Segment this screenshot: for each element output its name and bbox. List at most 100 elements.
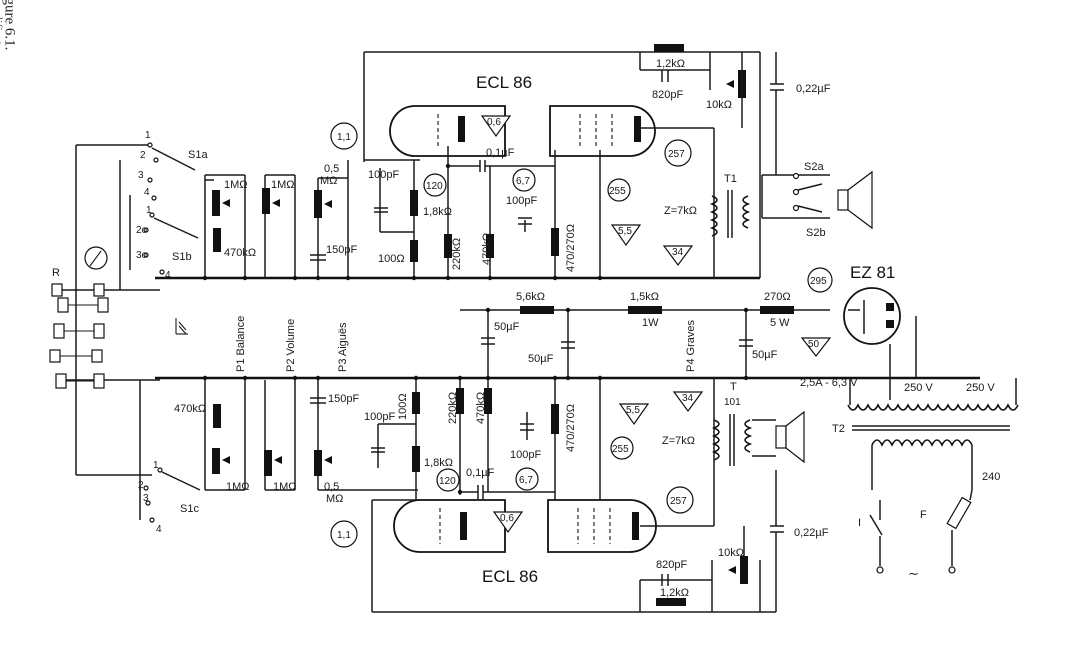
svg-text:50µF: 50µF (528, 353, 554, 365)
svg-text:255: 255 (612, 444, 629, 455)
output-transformer-lower-primary (711, 419, 720, 461)
power-supply: 5,6kΩ 1,5kΩ 1W 270Ω 5 W 50µF 50µF 50µF 2… (481, 263, 1019, 581)
output-transformer-t1-primary (709, 195, 718, 237)
svg-text:1: 1 (146, 205, 152, 216)
svg-text:100Ω: 100Ω (378, 253, 405, 265)
svg-text:1: 1 (153, 460, 159, 471)
svg-text:F: F (920, 509, 927, 521)
svg-text:50µF: 50µF (494, 321, 520, 333)
svg-text:1,1: 1,1 (337, 132, 351, 143)
selector-switch-s1: 1 2 3 4 S1a 1 2o 3o 4 S1b 1 2 3 4 S1c (75, 130, 208, 535)
resistor-1k8-lower (412, 446, 420, 472)
svg-text:100pF: 100pF (364, 411, 395, 423)
power-transformer-secondary (847, 403, 1019, 411)
input-jack-2 (53, 323, 65, 339)
speaker-upper-icon (837, 189, 849, 211)
svg-text:1,8kΩ: 1,8kΩ (423, 206, 452, 218)
svg-text:MΩ: MΩ (326, 493, 343, 505)
svg-text:470kΩ: 470kΩ (475, 392, 487, 424)
svg-text:120: 120 (439, 476, 456, 487)
lower-triode (393, 499, 506, 553)
svg-text:0,6: 0,6 (487, 117, 501, 128)
s1c-label: S1c (180, 503, 199, 515)
svg-text:50µF: 50µF (752, 349, 778, 361)
svg-text:240: 240 (982, 471, 1000, 483)
resistor-1k5 (628, 306, 662, 314)
svg-text:470kΩ: 470kΩ (481, 233, 493, 265)
svg-text:6,7: 6,7 (516, 176, 530, 187)
svg-text:100pF: 100pF (510, 449, 541, 461)
svg-text:34: 34 (682, 393, 694, 404)
svg-text:0,1µF: 0,1µF (486, 147, 515, 159)
svg-text:1W: 1W (642, 317, 659, 329)
svg-text:Z=7kΩ: Z=7kΩ (664, 205, 697, 217)
lower-labels: 100pF 100Ω 1,8kΩ 220kΩ 470kΩ 100pF 470/2… (330, 381, 829, 599)
pot-volume-lower (264, 450, 272, 476)
svg-text:5,5: 5,5 (626, 405, 640, 416)
svg-text:6,7: 6,7 (519, 475, 533, 486)
svg-text:4: 4 (156, 524, 162, 535)
pot-label-volume: P2 Volume (285, 319, 297, 372)
input-ground-icon (175, 318, 188, 335)
svg-text:S2b: S2b (806, 227, 826, 239)
svg-text:1,1: 1,1 (337, 530, 351, 541)
svg-text:0,1µF: 0,1µF (466, 467, 495, 479)
svg-text:3o: 3o (136, 250, 148, 261)
svg-text:T: T (730, 381, 737, 393)
input-jack-4 (55, 373, 67, 389)
lower-ecl86-stage: ECL 86 (371, 378, 805, 613)
s1b-wiper (153, 217, 199, 239)
svg-text:1,8kΩ: 1,8kΩ (424, 457, 453, 469)
svg-text:MΩ: MΩ (320, 175, 337, 187)
svg-text:1,2kΩ: 1,2kΩ (660, 587, 689, 599)
resistor-1k2-lower (656, 598, 686, 606)
svg-text:2: 2 (140, 150, 146, 161)
input-section: R (49, 246, 188, 389)
resistor-5k6 (520, 306, 554, 314)
svg-text:120: 120 (426, 181, 443, 192)
svg-text:220kΩ: 220kΩ (451, 238, 463, 270)
upper-tube-label: ECL 86 (476, 73, 532, 92)
svg-text:T1: T1 (724, 173, 737, 185)
svg-text:1MΩ: 1MΩ (224, 179, 248, 191)
svg-text:270Ω: 270Ω (764, 291, 791, 303)
svg-text:5,5: 5,5 (618, 226, 632, 237)
svg-text:S2a: S2a (804, 161, 824, 173)
svg-text:4: 4 (165, 270, 171, 281)
svg-text:0,22µF: 0,22µF (796, 83, 831, 95)
svg-text:250 V: 250 V (904, 382, 933, 394)
upper-ecl86-stage: ECL 86 (363, 44, 873, 278)
s1c-wiper (161, 471, 201, 491)
svg-text:0,5: 0,5 (324, 481, 339, 493)
upper-labels: 100pF 1,8kΩ 100Ω 220kΩ 470kΩ 0,1µF 100pF… (330, 58, 831, 272)
svg-text:470/270Ω: 470/270Ω (565, 404, 577, 452)
svg-text:1,2kΩ: 1,2kΩ (656, 58, 685, 70)
svg-text:4: 4 (144, 187, 150, 198)
junction-dots (202, 163, 749, 495)
upper-triode (389, 105, 506, 157)
lower-preamp: 470kΩ 150pF 1MΩ 1MΩ 0,5 MΩ (174, 380, 418, 505)
svg-text:3: 3 (138, 170, 144, 181)
svg-text:1: 1 (145, 130, 151, 141)
pot-treble-lower (314, 450, 322, 476)
svg-text:2o: 2o (136, 225, 148, 236)
s1a-label: S1a (188, 149, 208, 161)
svg-text:100pF: 100pF (506, 195, 537, 207)
svg-text:0,6: 0,6 (500, 513, 514, 524)
s1b-label: S1b (172, 251, 192, 263)
pot-label-balance: P1 Balance (235, 316, 247, 372)
lower-pentode (547, 499, 657, 553)
input-jack-1 (51, 283, 63, 297)
svg-text:T2: T2 (832, 423, 845, 435)
upper-preamp: 1MΩ 1MΩ 0,5 MΩ 470kΩ 150pF (204, 160, 357, 278)
svg-text:34: 34 (672, 247, 684, 258)
mains-switch-icon (869, 514, 883, 536)
svg-text:2: 2 (138, 480, 144, 491)
resistor-220k-upper (444, 234, 452, 258)
svg-text:10kΩ: 10kΩ (718, 547, 744, 559)
resistor-1k8-upper (410, 190, 418, 216)
s1a-wiper (151, 147, 196, 171)
svg-text:5 W: 5 W (770, 317, 790, 329)
